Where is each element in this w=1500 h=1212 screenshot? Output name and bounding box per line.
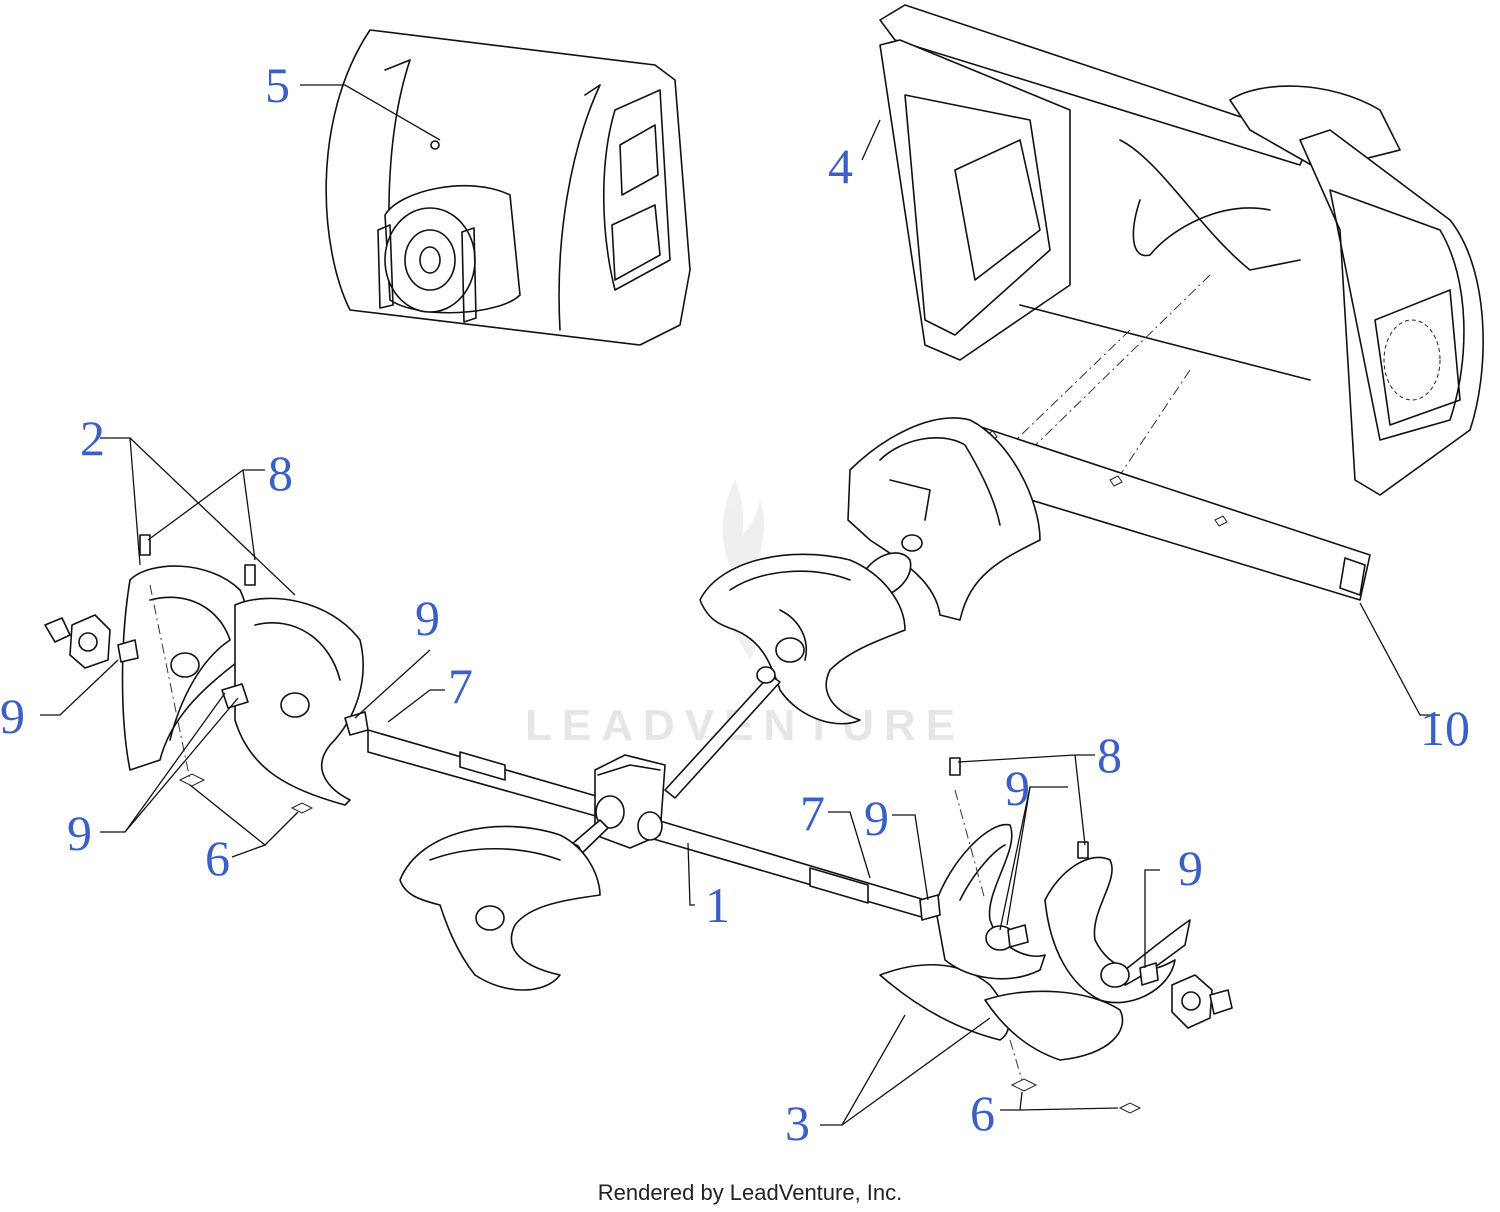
callout-9-right-c: 9 — [1178, 840, 1203, 896]
part-4-frame — [879, 4, 1484, 496]
callout-9-right-b: 9 — [1005, 760, 1030, 816]
callout-4: 4 — [828, 138, 853, 194]
callout-10: 10 — [1420, 700, 1470, 756]
part-2-auger-left — [44, 534, 369, 814]
part-5-housing — [325, 29, 691, 346]
auger-flight-lower — [399, 825, 601, 991]
footer-credit: Rendered by LeadVenture, Inc. — [597, 1180, 903, 1205]
leader-lines — [40, 84, 1440, 1126]
callout-6-right: 6 — [970, 1085, 995, 1141]
auger-shaft — [367, 666, 926, 919]
callout-7-left: 7 — [448, 658, 473, 714]
callout-8-left: 8 — [268, 445, 293, 501]
auger-flight-upper — [699, 553, 906, 725]
part-3-auger-right — [879, 757, 1233, 1114]
callout-9-right-a: 9 — [864, 790, 889, 846]
callout-8-right: 8 — [1097, 727, 1122, 783]
callout-3: 3 — [785, 1095, 810, 1151]
callout-9-left: 9 — [0, 688, 25, 744]
callout-9-left-top: 9 — [415, 590, 440, 646]
callout-6-left: 6 — [205, 830, 230, 886]
callout-7-right: 7 — [800, 785, 825, 841]
callout-2: 2 — [80, 410, 105, 466]
callout-5: 5 — [265, 57, 290, 113]
callout-9-left-bottom: 9 — [67, 805, 92, 861]
callout-1: 1 — [705, 877, 730, 933]
